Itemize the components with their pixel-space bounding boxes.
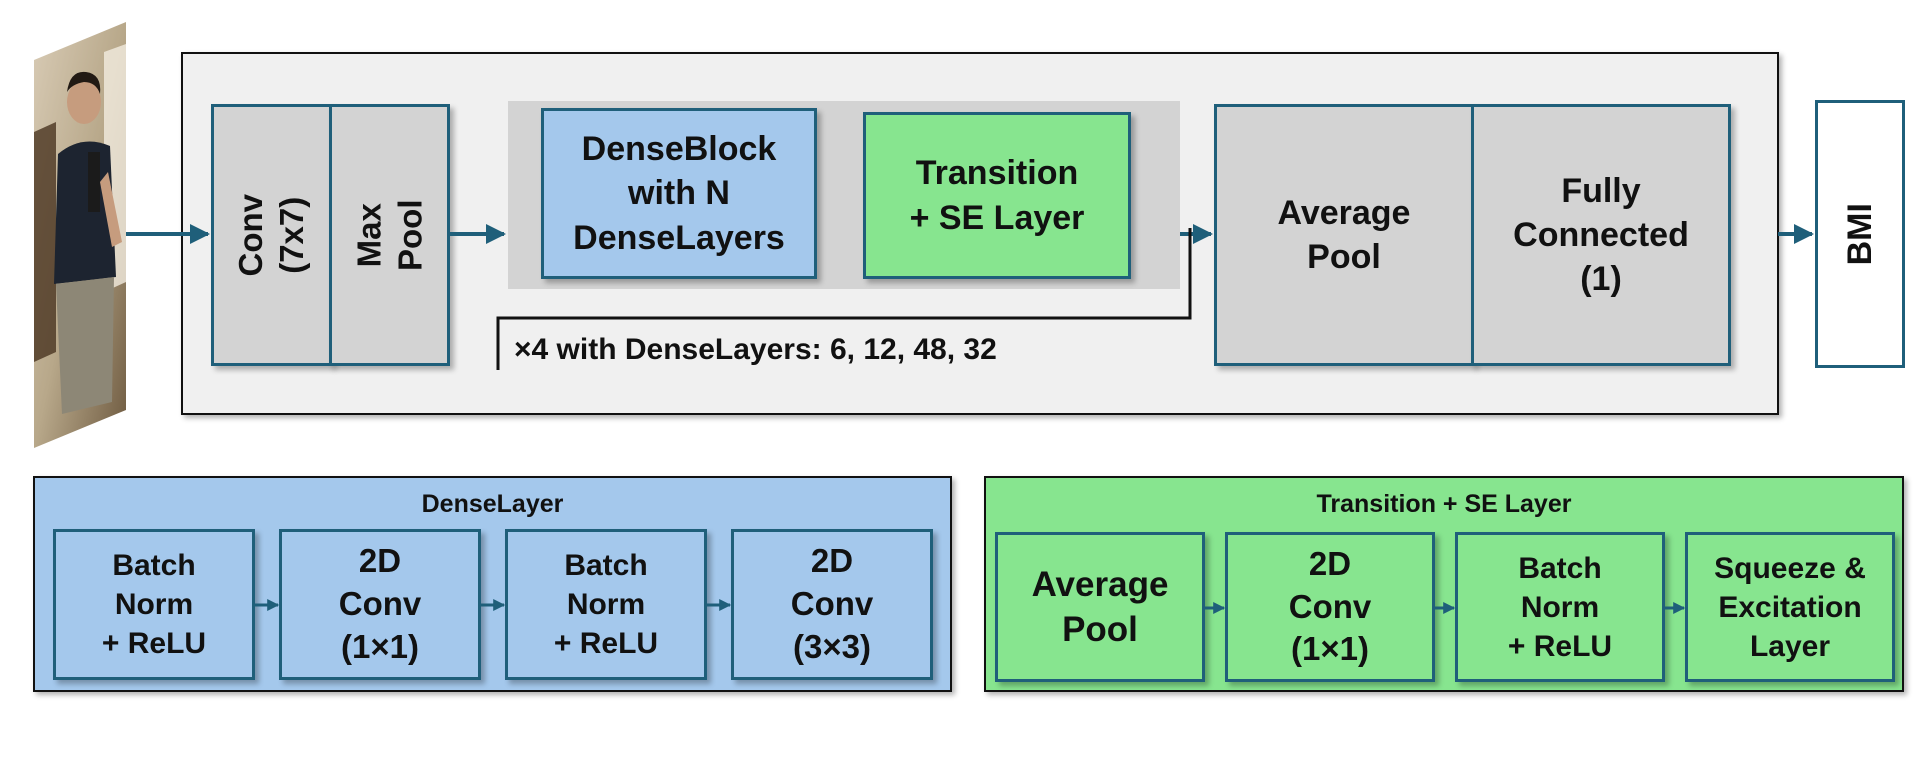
dense-step-batch-norm-relu-2: Batch Norm + ReLU <box>505 529 707 680</box>
transition-step-squeeze-excitation: Squeeze & Excitation Layer <box>1685 532 1895 682</box>
max-pool-label: Max Pool <box>350 199 429 271</box>
max-pool-block: Max Pool <box>329 104 450 366</box>
dense-block: DenseBlock with N DenseLayers <box>541 108 817 279</box>
transition-step-conv-1x1: 2D Conv (1×1) <box>1225 532 1435 682</box>
transition-se-block: Transition + SE Layer <box>863 112 1131 279</box>
bmi-output-box: BMI <box>1815 100 1905 368</box>
bmi-label: BMI <box>1840 202 1879 266</box>
input-photo <box>34 22 126 448</box>
dense-step-batch-norm-relu: Batch Norm + ReLU <box>53 529 255 680</box>
average-pool-block: Average Pool <box>1214 104 1474 366</box>
conv-7x7-block: Conv (7x7) <box>211 104 332 366</box>
transition-step-batch-norm-relu: Batch Norm + ReLU <box>1455 532 1665 682</box>
dense-layer-title: DenseLayer <box>421 490 564 518</box>
transition-step-average-pool: Average Pool <box>995 532 1205 682</box>
dense-step-conv-3x3: 2D Conv (3×3) <box>731 529 933 680</box>
repeat-note: ×4 with DenseLayers: 6, 12, 48, 32 <box>514 333 997 366</box>
fully-connected-block: Fully Connected (1) <box>1471 104 1731 366</box>
transition-se-title: Transition + SE Layer <box>1316 490 1572 518</box>
dense-step-conv-1x1: 2D Conv (1×1) <box>279 529 481 680</box>
conv-label: Conv (7x7) <box>232 193 311 277</box>
person-photo-icon <box>34 22 126 448</box>
